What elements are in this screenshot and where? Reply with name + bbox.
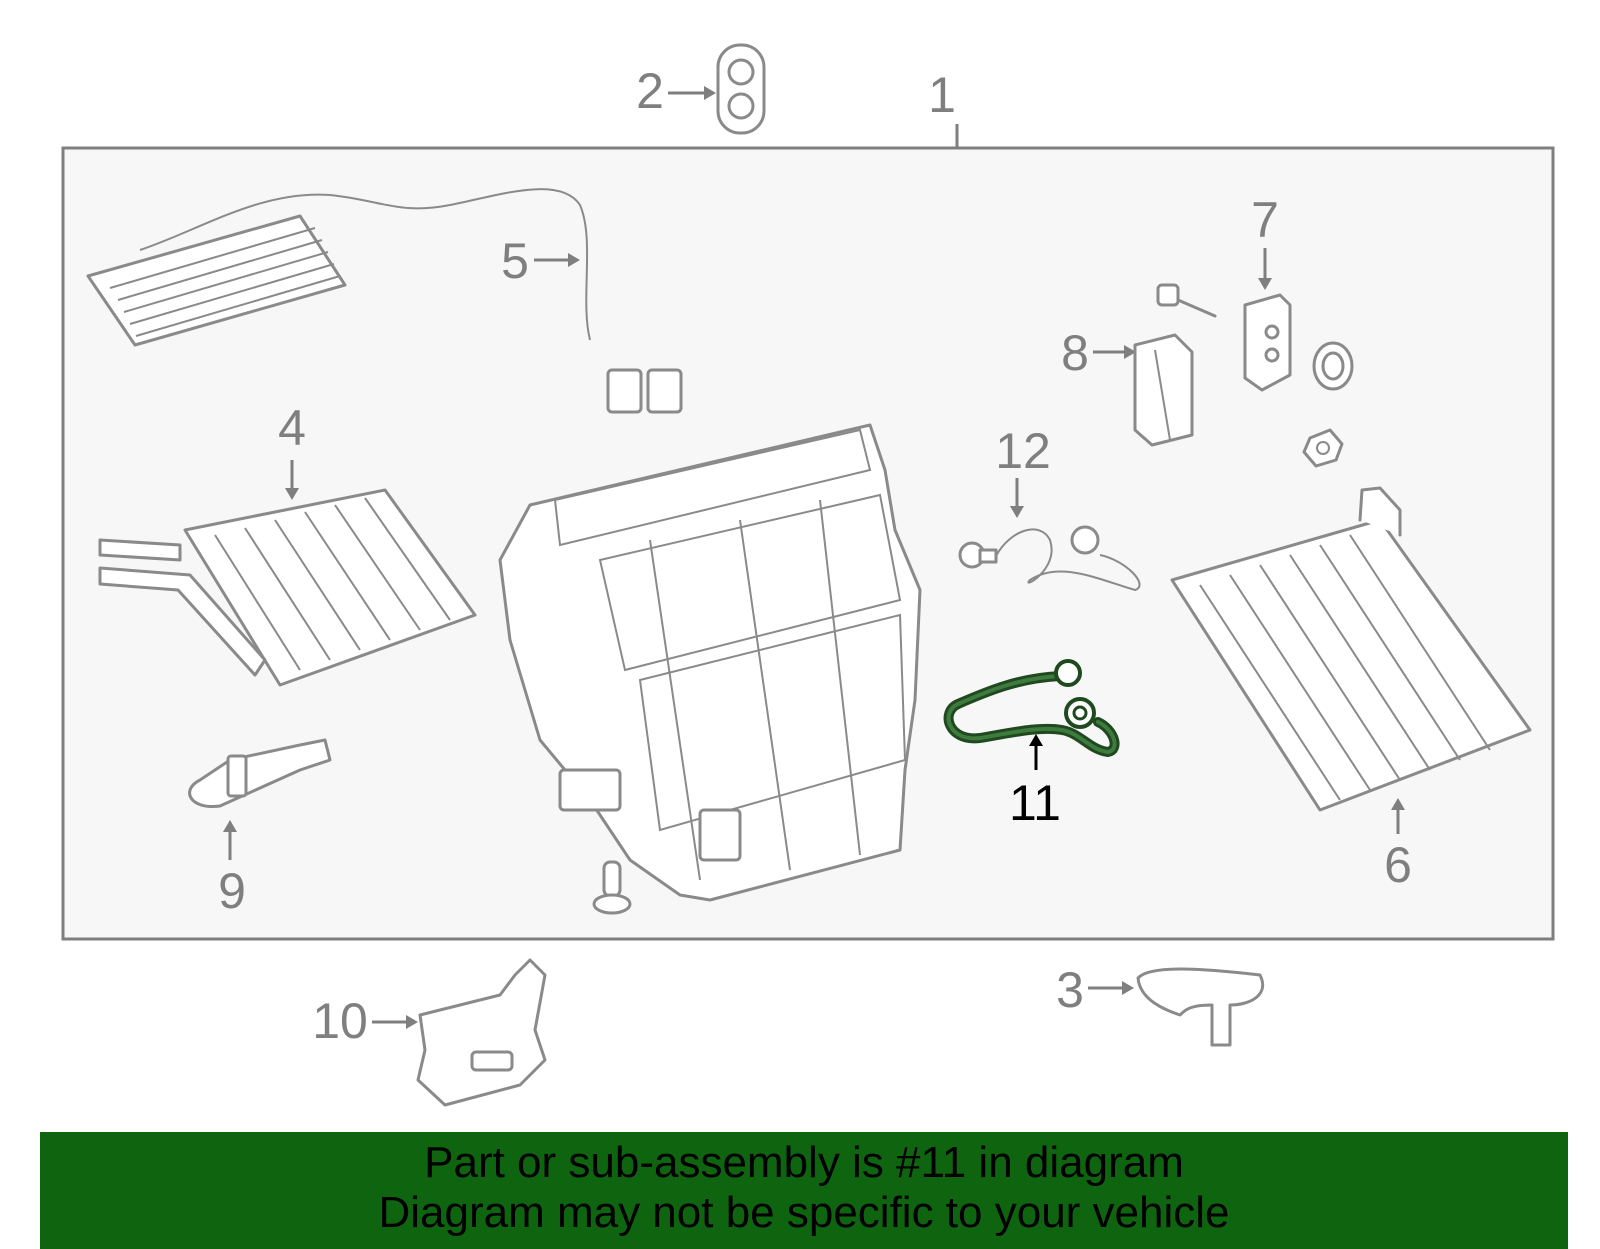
- callout-9-arrow: [223, 820, 237, 860]
- hvac-housing: [498, 423, 922, 902]
- callout-12: 12: [995, 423, 1051, 479]
- callout-10: 10: [312, 993, 368, 1049]
- housing-screw: [592, 860, 632, 915]
- callout-10-arrow: [372, 1015, 418, 1029]
- callout-2: 2: [636, 63, 664, 119]
- callout-2-arrow: [668, 86, 716, 100]
- banner-line-2: Diagram may not be specific to your vehi…: [378, 1188, 1230, 1237]
- part-4-heater-core: [98, 488, 477, 687]
- part-7-nut: [1302, 428, 1344, 468]
- part-9-sensor: [188, 738, 332, 808]
- part-7-o-ring: [1312, 341, 1354, 391]
- part-12-wire-sensor: [958, 525, 1141, 592]
- callout-11: 11: [1009, 775, 1061, 831]
- banner-line-1: Part or sub-assembly is #11 in diagram: [424, 1138, 1184, 1187]
- callout-6-arrow: [1391, 798, 1405, 834]
- part-5-heater-harness: [86, 188, 683, 414]
- callout-8: 8: [1061, 325, 1089, 381]
- callout-9: 9: [218, 863, 246, 919]
- callout-6: 6: [1384, 837, 1412, 893]
- callout-4-arrow: [285, 460, 299, 500]
- part-10-actuator: [416, 958, 547, 1107]
- part-8-bolt: [1156, 283, 1217, 318]
- callout-5-arrow: [534, 253, 580, 267]
- callout-3-arrow: [1088, 981, 1134, 995]
- info-banner: Part or sub-assembly is #11 in diagram D…: [40, 1132, 1568, 1249]
- callout-5: 5: [501, 233, 529, 289]
- part-7-expansion-valve: [1243, 293, 1292, 392]
- part-2-grommet: [716, 43, 766, 135]
- callout-8-arrow: [1093, 345, 1136, 359]
- callout-12-arrow: [1010, 478, 1024, 518]
- callout-7: 7: [1251, 192, 1279, 248]
- part-11-wire-sensor-highlighted: [943, 659, 1120, 758]
- callout-3: 3: [1056, 962, 1084, 1018]
- callout-11-arrow: [1029, 734, 1043, 770]
- callout-4: 4: [278, 400, 306, 456]
- callout-1: 1: [928, 67, 956, 123]
- callout-7-arrow: [1258, 248, 1272, 290]
- part-6-evaporator: [1170, 486, 1532, 812]
- part-3-duct: [1136, 967, 1265, 1047]
- part-8-block: [1133, 333, 1194, 447]
